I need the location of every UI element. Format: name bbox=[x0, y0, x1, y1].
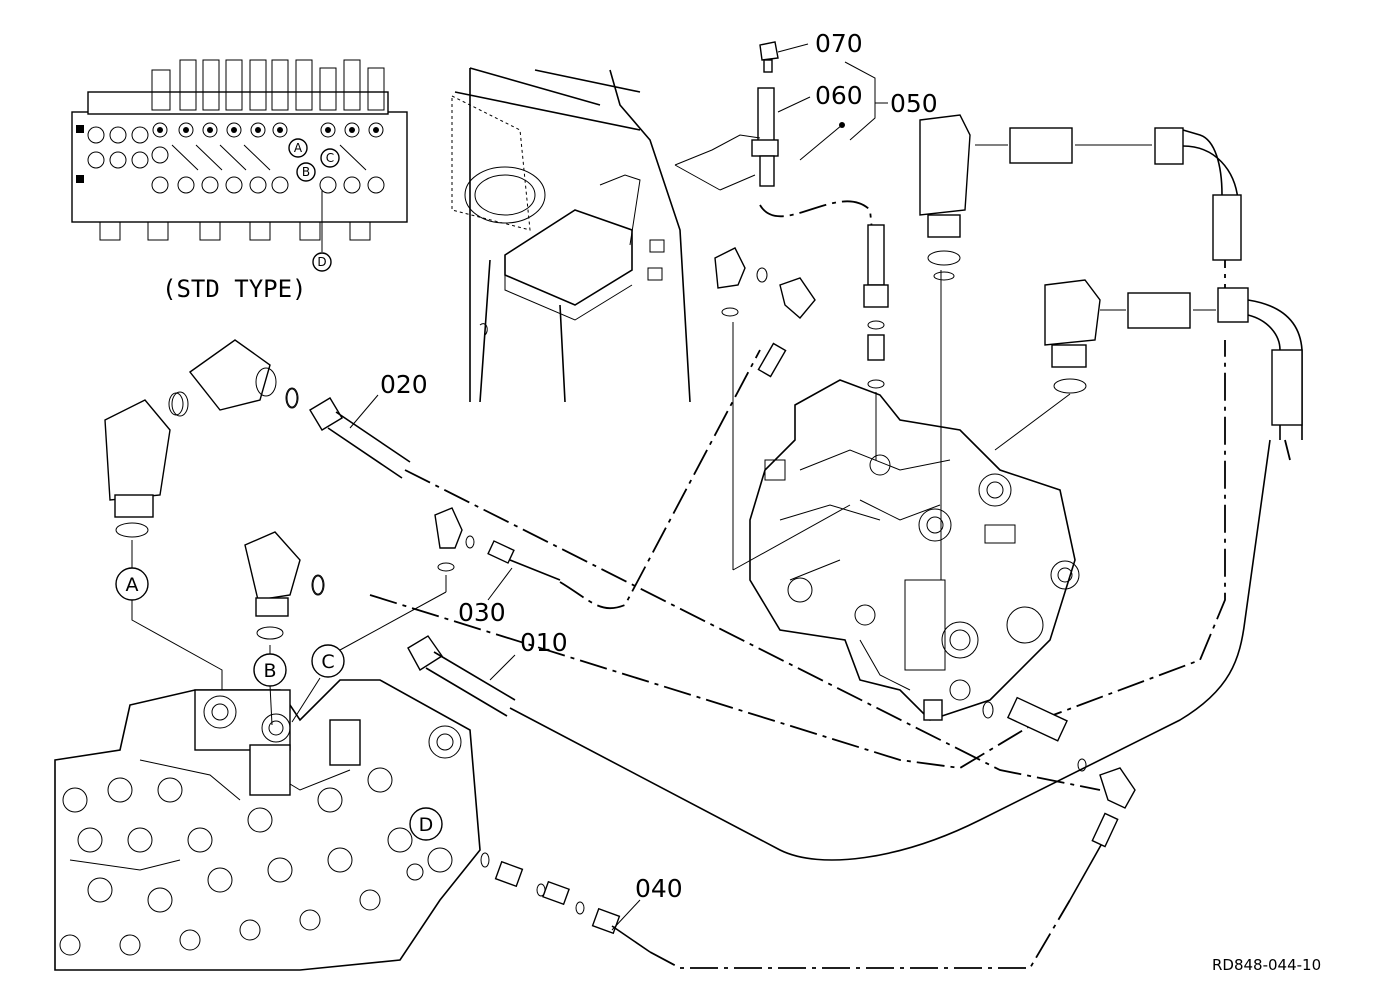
inset-port-c-callout: C bbox=[320, 148, 340, 168]
std-type-control-valve: A B C D (STD TYPE) bbox=[71, 59, 408, 303]
svg-text:D: D bbox=[419, 814, 434, 836]
elbow-fitting-lower-right bbox=[1006, 696, 1136, 809]
elbow-fitting-right bbox=[714, 247, 816, 319]
svg-text:C: C bbox=[321, 651, 334, 673]
svg-text:B: B bbox=[302, 165, 310, 179]
hose-040 bbox=[494, 812, 1119, 969]
elbow-fitting-top bbox=[188, 339, 299, 411]
inset-port-a-callout: A bbox=[288, 138, 308, 158]
hose-010 bbox=[407, 439, 1271, 861]
mounting-bracket bbox=[451, 67, 691, 403]
svg-text:C: C bbox=[326, 151, 334, 165]
solenoid-connector-lower bbox=[1044, 279, 1101, 394]
control-valve bbox=[54, 679, 481, 971]
drawing-number: RD848-044-10 bbox=[1212, 956, 1321, 974]
part-060-label: 060 bbox=[815, 81, 863, 110]
std-type-label: (STD TYPE) bbox=[162, 275, 307, 303]
sensor-line bbox=[759, 200, 879, 291]
part-020-label: 020 bbox=[380, 370, 428, 399]
inset-port-b-callout: B bbox=[296, 162, 316, 182]
svg-text:A: A bbox=[294, 141, 303, 155]
hydraulic-pump bbox=[749, 379, 1080, 721]
hose-020 bbox=[309, 397, 1101, 791]
port-a-callout: A bbox=[115, 567, 149, 601]
pressure-sensor-assembly bbox=[751, 41, 889, 389]
o-rings bbox=[168, 271, 1087, 915]
port-b-callout: B bbox=[253, 653, 287, 687]
elbow-fitting-small bbox=[434, 507, 463, 572]
solenoid-connector-left bbox=[104, 391, 189, 538]
svg-text:D: D bbox=[317, 255, 326, 269]
part-050-label: 050 bbox=[890, 89, 938, 118]
svg-text:A: A bbox=[126, 574, 139, 596]
port-d-callout: D bbox=[409, 807, 443, 841]
elbow-fitting-mid bbox=[244, 531, 325, 640]
inset-port-d-callout: D bbox=[312, 252, 332, 272]
hose-030 bbox=[487, 342, 787, 610]
svg-text:B: B bbox=[263, 660, 276, 682]
leader-lines bbox=[131, 43, 1071, 931]
part-070-label: 070 bbox=[815, 29, 863, 58]
part-040-label: 040 bbox=[635, 874, 683, 903]
port-c-callout: C bbox=[311, 644, 345, 678]
part-010-label: 010 bbox=[520, 628, 568, 657]
upper-right-hose bbox=[975, 127, 1303, 440]
part-030-label: 030 bbox=[458, 598, 506, 627]
solenoid-connector-upper bbox=[919, 114, 971, 266]
